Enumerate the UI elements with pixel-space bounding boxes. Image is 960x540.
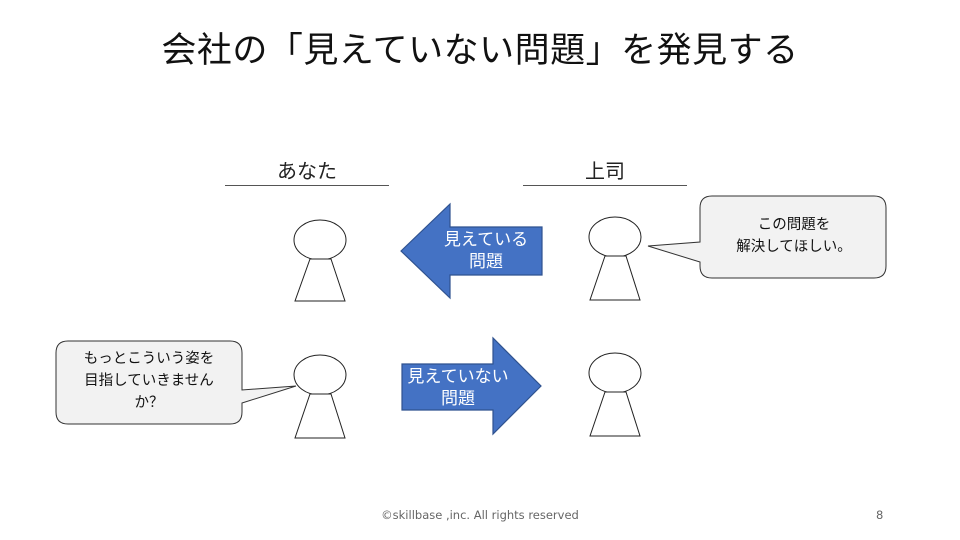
- arrow-visible-label-line1: 見えている: [443, 230, 529, 250]
- bubble-boss-line2: 解決してほしい。: [736, 239, 852, 255]
- bubble-you-line2: 目指していきません: [84, 373, 214, 389]
- person-boss-bottom: [588, 352, 642, 437]
- footer-copyright: ©skillbase ,inc. All rights reserved: [381, 508, 579, 522]
- arrow-visible-label: 見えている 問題: [440, 229, 532, 273]
- arrow-visible-problem: [400, 202, 543, 300]
- column-label-boss: 上司: [585, 159, 625, 183]
- person-you-bottom: [293, 354, 347, 439]
- person-body: [589, 391, 641, 437]
- person-body: [294, 258, 346, 302]
- page-number: 8: [876, 508, 884, 522]
- person-boss-top: [588, 216, 642, 301]
- column-divider-boss: [523, 185, 687, 186]
- bubble-you-line3: か？: [134, 395, 164, 411]
- person-you-top: [293, 219, 347, 302]
- person-head: [293, 219, 347, 261]
- column-label-you: あなた: [277, 159, 337, 183]
- person-head: [588, 352, 642, 394]
- arrow-invisible-label: 見えていない 問題: [402, 366, 514, 410]
- arrow-invisible-problem: [401, 336, 542, 436]
- speech-bubble-boss: [647, 195, 887, 279]
- slide-title: 会社の「見えていない問題」を発見する: [161, 31, 799, 71]
- person-body: [589, 255, 641, 301]
- person-head: [293, 354, 347, 396]
- bubble-boss-text: この問題を 解決してほしい。: [702, 214, 886, 258]
- arrow-visible-label-line2: 問題: [469, 252, 503, 272]
- arrow-invisible-label-line2: 問題: [441, 389, 475, 409]
- bubble-you-text: もっとこういう姿を 目指していきません か？: [58, 348, 240, 414]
- bubble-you-line1: もっとこういう姿を: [83, 351, 215, 367]
- bubble-boss-line1: この問題を: [757, 217, 831, 233]
- speech-bubble-you: [55, 340, 297, 425]
- column-divider-you: [225, 185, 389, 186]
- person-head: [588, 216, 642, 258]
- arrow-invisible-label-line1: 見えていない: [407, 367, 509, 387]
- person-body: [294, 393, 346, 439]
